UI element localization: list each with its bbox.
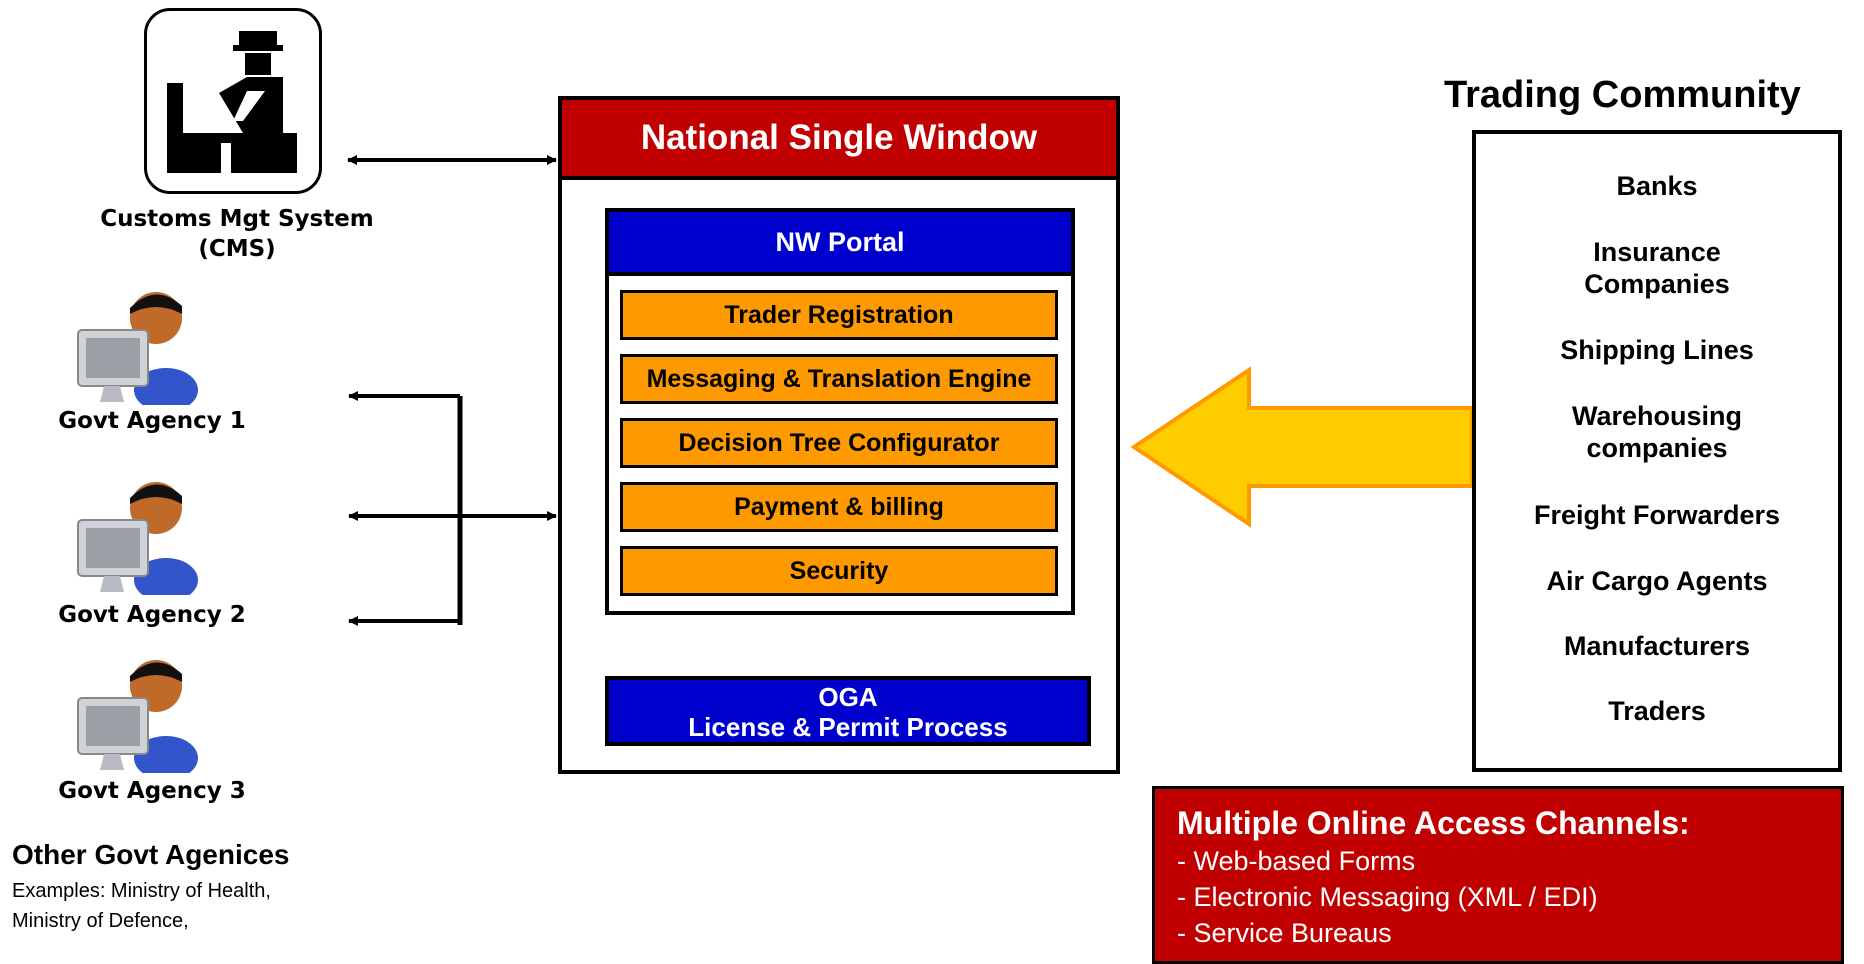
- trading-to-nsw-arrow: [1130, 366, 1474, 528]
- trader-insurance: Insurance Companies: [1472, 236, 1842, 300]
- trader-line: Freight Forwarders: [1533, 500, 1781, 530]
- cms-label: Customs Mgt System (CMS): [92, 204, 382, 264]
- govt-user-computer-icon: [77, 482, 198, 595]
- govt-agency-2-label: Govt Agency 2: [58, 602, 246, 628]
- trader-line: Air Cargo Agents: [1546, 566, 1768, 596]
- govt-user-computer-icon: [77, 292, 198, 405]
- trader-line: Traders: [1608, 696, 1706, 726]
- trader-manufacturers: Manufacturers: [1472, 630, 1842, 662]
- nsw-title: National Single Window: [558, 96, 1120, 180]
- trader-freight: Freight Forwarders: [1472, 499, 1842, 531]
- nw-portal-title: NW Portal: [605, 208, 1075, 276]
- trader-line: Manufacturers: [1563, 631, 1751, 661]
- trader-warehousing: Warehousing companies: [1472, 400, 1842, 464]
- trader-line: Companies: [1584, 269, 1730, 299]
- other-govt-description: Examples: Ministry of Health, Ministry o…: [12, 876, 392, 936]
- trader-air-cargo: Air Cargo Agents: [1472, 565, 1842, 597]
- module-messaging-translation: Messaging & Translation Engine: [620, 354, 1058, 404]
- cms-label-line2: (CMS): [198, 236, 276, 262]
- trader-line: Insurance: [1593, 237, 1721, 267]
- other-govt-title: Other Govt Agenices: [12, 839, 290, 870]
- channel-item: - Web-based Forms: [1177, 846, 1416, 876]
- trading-community-title: Trading Community: [1444, 74, 1801, 116]
- channel-item: - Electronic Messaging (XML / EDI): [1177, 882, 1598, 912]
- module-payment-billing: Payment & billing: [620, 482, 1058, 532]
- trader-line: Warehousing: [1571, 401, 1742, 431]
- trader-line: Shipping Lines: [1560, 335, 1754, 365]
- trader-banks: Banks: [1472, 170, 1842, 202]
- govt-agency-1-label: Govt Agency 1: [58, 408, 246, 434]
- trader-shipping: Shipping Lines: [1472, 334, 1842, 366]
- oga-line1: OGA: [818, 682, 878, 712]
- access-channels-title: Multiple Online Access Channels:: [1177, 805, 1690, 841]
- other-govt-desc-line1: Examples: Ministry of Health,: [12, 880, 271, 902]
- govt-user-computer-icon: [77, 660, 198, 773]
- cms-label-line1: Customs Mgt System: [100, 206, 374, 232]
- module-security: Security: [620, 546, 1058, 596]
- trader-traders: Traders: [1472, 695, 1842, 727]
- govt-agency-3-label: Govt Agency 3: [58, 778, 246, 804]
- channel-item: - Service Bureaus: [1177, 918, 1392, 948]
- trader-line: Banks: [1616, 171, 1698, 201]
- customs-officer-icon: [144, 8, 322, 194]
- access-channels-box: Multiple Online Access Channels: - Web-b…: [1152, 786, 1844, 964]
- oga-line2: License & Permit Process: [688, 712, 1008, 742]
- trading-community-box: [1472, 130, 1842, 772]
- module-trader-registration: Trader Registration: [620, 290, 1058, 340]
- other-govt-desc-line2: Ministry of Defence,: [12, 910, 189, 932]
- oga-license-permit-box: OGA License & Permit Process: [605, 676, 1091, 746]
- trader-line: companies: [1586, 433, 1728, 463]
- module-decision-tree: Decision Tree Configurator: [620, 418, 1058, 468]
